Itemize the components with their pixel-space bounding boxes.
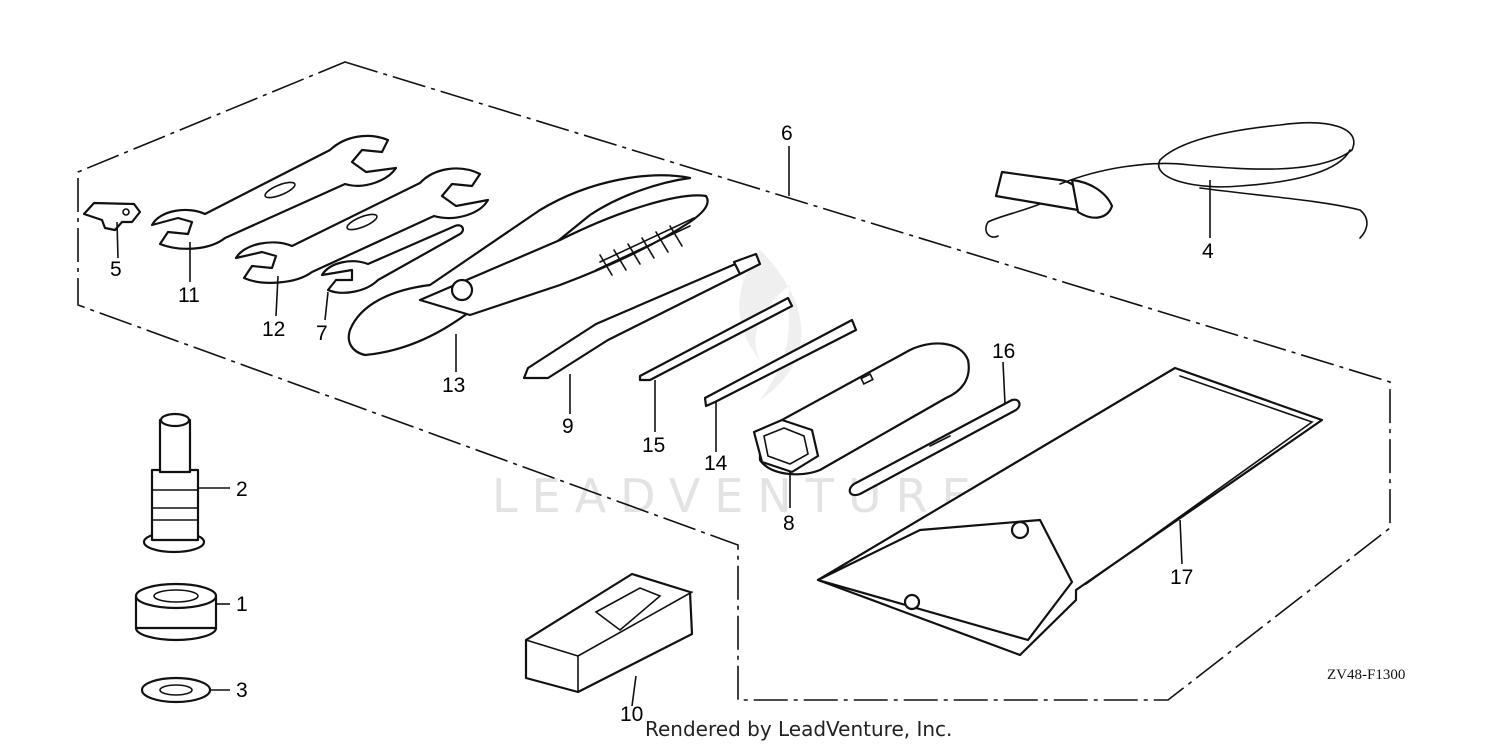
callout-17: 17 (1170, 566, 1193, 589)
leader-lines (116, 146, 1211, 707)
callout-7: 7 (316, 322, 328, 345)
part-13-pliers (347, 174, 709, 357)
part-15-screwdriver (638, 296, 794, 382)
part-14-screwdriver (703, 318, 858, 408)
part-7-wrench (320, 224, 464, 294)
callout-11: 11 (178, 284, 200, 307)
callout-12: 12 (262, 318, 285, 341)
callout-13: 13 (442, 374, 465, 397)
part-12-wrench (234, 167, 490, 284)
callout-6: 6 (781, 122, 793, 145)
part-2-valve (142, 412, 206, 554)
callout-2: 2 (236, 478, 248, 501)
footer-credit: Rendered by LeadVenture, Inc. (645, 717, 953, 741)
callout-9: 9 (562, 415, 574, 438)
callout-16: 16 (992, 340, 1015, 363)
part-1-nut (134, 582, 218, 642)
part-17-tool-bag (816, 366, 1324, 657)
callout-3: 3 (236, 679, 248, 702)
diagram-code: ZV48-F1300 (1327, 667, 1406, 683)
callout-8: 8 (783, 512, 795, 535)
part-5-clip (82, 201, 142, 232)
callout-5: 5 (110, 258, 122, 281)
callout-4: 4 (1202, 240, 1214, 263)
part-10-plug-box (524, 572, 694, 694)
part-8-plug-wrench (752, 342, 970, 476)
callout-1: 1 (236, 593, 248, 616)
part-16-bar (848, 398, 1021, 497)
callout-15: 15 (642, 434, 665, 457)
part-3-washer (140, 676, 212, 704)
part-9-screwdriver (522, 252, 762, 380)
callout-14: 14 (704, 452, 728, 475)
callout-10: 10 (620, 703, 643, 726)
watermark-text: LEADVENTURE (492, 469, 985, 523)
part-4-rope (985, 122, 1368, 239)
tool-kit-outline (77, 61, 1391, 701)
callout-labels: 1 2 3 4 5 6 7 8 9 10 11 12 13 14 15 16 1… (110, 122, 1214, 726)
part-11-wrench (150, 134, 398, 250)
